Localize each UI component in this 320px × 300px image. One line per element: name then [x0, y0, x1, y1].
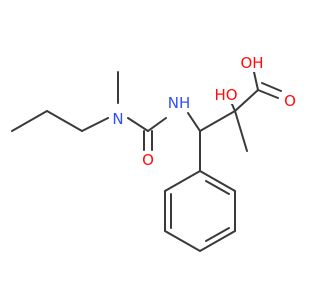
carboxyl-hydroxyl-label: OH	[240, 54, 263, 72]
bond-cq-cooh	[234, 89, 259, 112]
carbonyl-oxygen-label: O	[142, 151, 154, 169]
carboxyl-oxygen-label: O	[284, 92, 296, 110]
bond-cooh-o-1	[257, 89, 279, 99]
bonds	[11, 71, 282, 253]
phenyl-ring	[164, 169, 236, 253]
bond-ch-cq	[199, 110, 236, 132]
structure-canvas: N O NH HO OH O	[11, 54, 298, 253]
phenyl-inner-2	[205, 227, 230, 242]
bond-cooh-oh	[253, 71, 259, 91]
phenyl-inner-1	[205, 180, 230, 195]
bond-nh-ch	[187, 112, 201, 132]
bond-cq-methyl	[234, 110, 248, 152]
bond-ch2-ch2	[46, 110, 83, 132]
nitrogen-label: N	[112, 110, 123, 128]
atom-labels: N O NH HO OH O	[109, 54, 298, 169]
nh-label: NH	[168, 94, 191, 112]
bond-carbonyl-nh	[147, 117, 167, 132]
bond-ch3-ch2	[11, 110, 48, 132]
bond-cooh-o-2	[261, 82, 282, 92]
hydroxyl-label: HO	[214, 86, 237, 104]
molecule-drawing: N O NH HO OH O	[11, 54, 298, 253]
bond-ch2-n	[81, 117, 109, 132]
bond-n-carbonyl	[127, 117, 149, 132]
